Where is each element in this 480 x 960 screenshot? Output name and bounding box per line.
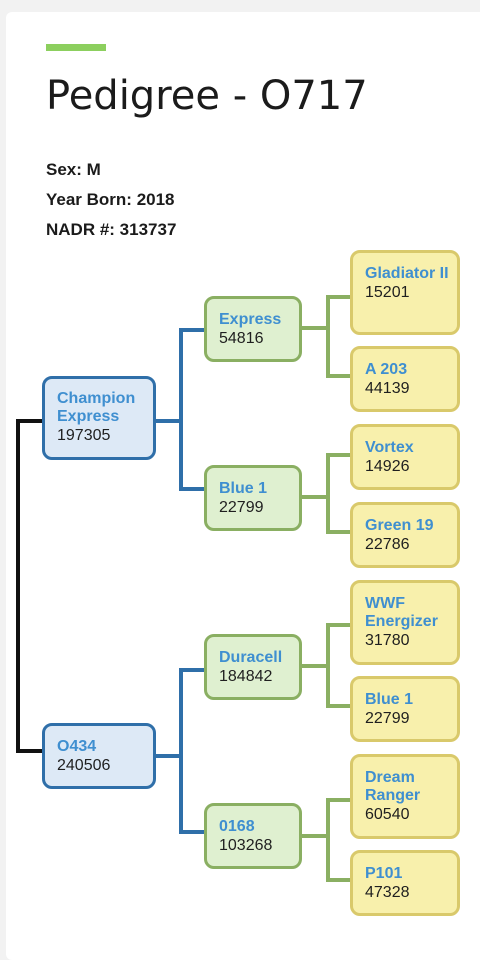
- pedigree-node-sire-dam[interactable]: Blue 1 22799: [204, 465, 302, 531]
- node-id: 14926: [365, 458, 410, 475]
- node-name: Blue 1: [219, 480, 268, 497]
- node-name: Duracell: [219, 649, 283, 666]
- node-id: 22786: [365, 536, 410, 553]
- node-id: 103268: [219, 837, 273, 854]
- node-id: 22799: [219, 499, 264, 516]
- node-name: A 203: [365, 361, 408, 378]
- pedigree-node-dam-sire-sire[interactable]: WWF Energizer 31780: [350, 580, 460, 665]
- pedigree-node-dam-dam-sire[interactable]: Dream Ranger 60540: [350, 754, 460, 839]
- pedigree-node-dam-sire-dam[interactable]: Blue 1 22799: [350, 676, 460, 742]
- accent-bar: [46, 44, 106, 51]
- node-name: O434: [57, 738, 97, 755]
- pedigree-node-dam-dam[interactable]: 0168 103268: [204, 803, 302, 869]
- pedigree-node-dam[interactable]: O434 240506: [42, 723, 156, 789]
- node-id: 44139: [365, 380, 410, 397]
- year-born-label: Year Born: 2018: [46, 190, 175, 209]
- dam-connector: [156, 668, 206, 834]
- pedigree-node-sire-dam-dam[interactable]: Green 19 22786: [350, 502, 460, 568]
- node-name: P101: [365, 865, 403, 882]
- node-id: 184842: [219, 668, 273, 685]
- node-name: Gladiator II: [365, 265, 449, 282]
- sire-connector: [156, 328, 206, 491]
- node-name: Blue 1: [365, 691, 414, 708]
- sex-label: Sex: M: [46, 160, 101, 179]
- node-name: Express: [219, 311, 282, 328]
- root-connector: [16, 419, 42, 753]
- pedigree-node-sire-sire-sire[interactable]: Gladiator II 15201: [350, 250, 460, 335]
- node-id: 240506: [57, 757, 111, 774]
- pedigree-node-sire-dam-sire[interactable]: Vortex 14926: [350, 424, 460, 490]
- dam-dam-connector: [301, 798, 352, 882]
- node-id: 15201: [365, 284, 410, 301]
- node-id: 31780: [365, 632, 410, 649]
- node-name: WWF Energizer: [365, 595, 438, 630]
- node-id: 47328: [365, 884, 410, 901]
- node-id: 54816: [219, 330, 264, 347]
- pedigree-node-sire[interactable]: Champion Express 197305: [42, 376, 156, 460]
- sire-dam-connector: [301, 453, 352, 534]
- pedigree-node-dam-dam-dam[interactable]: P101 47328: [350, 850, 460, 916]
- node-name: 0168: [219, 818, 255, 835]
- pedigree-node-sire-sire[interactable]: Express 54816: [204, 296, 302, 362]
- dam-sire-connector: [301, 623, 352, 708]
- node-name: Green 19: [365, 517, 434, 534]
- pedigree-node-dam-sire[interactable]: Duracell 184842: [204, 634, 302, 700]
- node-id: 22799: [365, 710, 410, 727]
- node-id: 197305: [57, 427, 111, 444]
- node-name: Vortex: [365, 439, 414, 456]
- node-name: Champion Express: [57, 390, 136, 425]
- nadr-label: NADR #: 313737: [46, 220, 177, 239]
- page-title: Pedigree - O717: [46, 73, 368, 119]
- sire-sire-connector: [301, 295, 352, 378]
- pedigree-node-sire-sire-dam[interactable]: A 203 44139: [350, 346, 460, 412]
- node-id: 60540: [365, 806, 410, 823]
- node-name: Dream Ranger: [365, 769, 421, 804]
